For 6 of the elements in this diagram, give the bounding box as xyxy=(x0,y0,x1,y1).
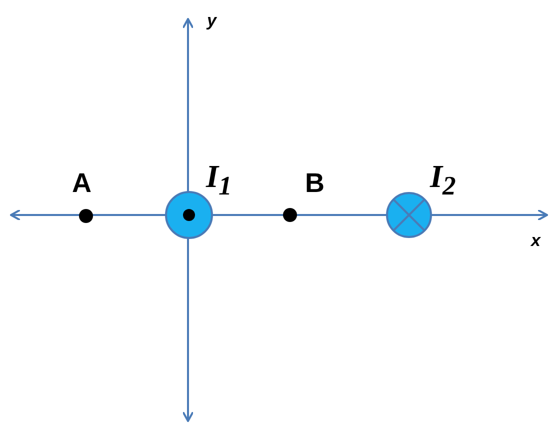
current-label: I$_{2}$ xyxy=(430,160,456,200)
current-label: I$_{1}$ xyxy=(206,160,232,200)
point-label: A xyxy=(72,170,92,197)
point-label: B xyxy=(305,170,324,197)
axis-label: x xyxy=(531,232,540,249)
axis-label: y xyxy=(207,12,216,29)
